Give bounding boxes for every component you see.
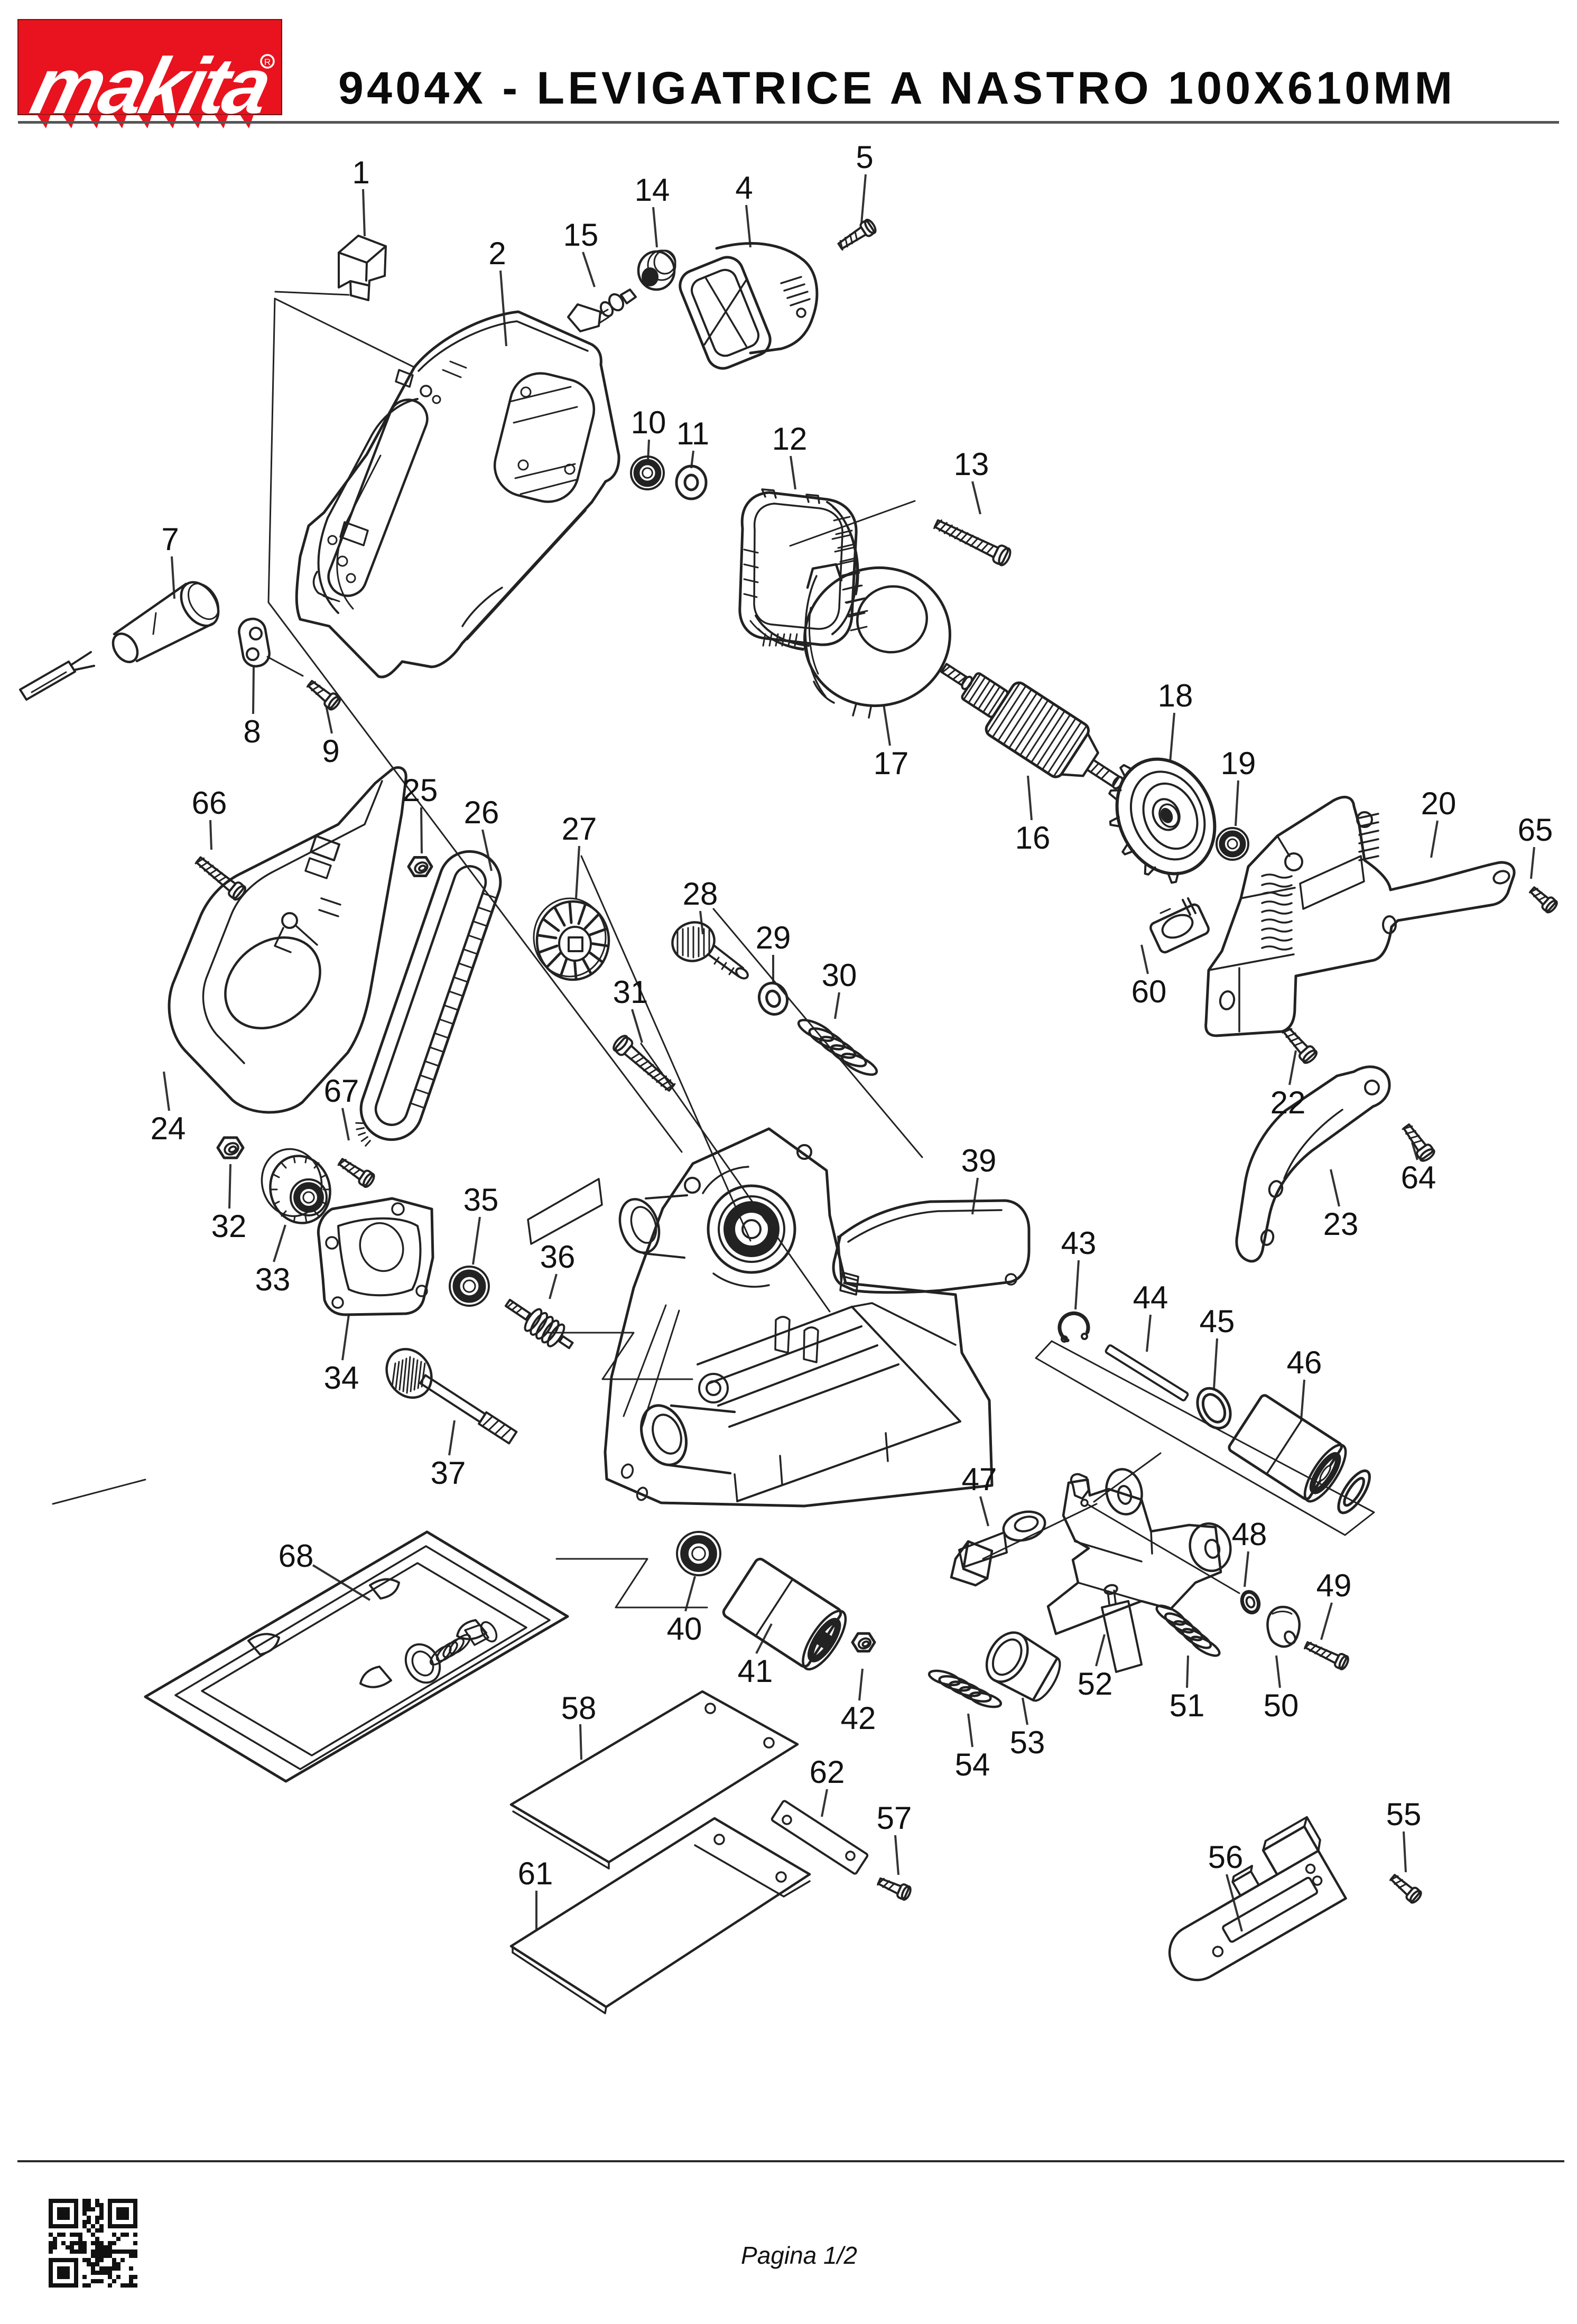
svg-text:13: 13 (954, 447, 989, 482)
svg-text:47: 47 (962, 1462, 997, 1497)
svg-text:46: 46 (1287, 1345, 1322, 1380)
svg-text:23: 23 (1323, 1206, 1359, 1242)
svg-text:10: 10 (631, 405, 666, 440)
svg-text:67: 67 (324, 1073, 359, 1109)
svg-text:16: 16 (1015, 820, 1051, 856)
svg-text:14: 14 (635, 172, 670, 208)
svg-text:19: 19 (1221, 746, 1256, 781)
svg-text:51: 51 (1170, 1688, 1205, 1723)
svg-text:9404X - LEVIGATRICE A NASTRO 1: 9404X - LEVIGATRICE A NASTRO 100X610MM (338, 63, 1455, 114)
svg-text:11: 11 (676, 416, 709, 451)
svg-text:24: 24 (151, 1111, 186, 1146)
svg-text:25: 25 (403, 773, 438, 808)
svg-text:15: 15 (563, 217, 599, 253)
svg-text:4: 4 (735, 170, 753, 206)
svg-text:1: 1 (352, 155, 369, 190)
svg-text:50: 50 (1264, 1688, 1299, 1723)
svg-text:66: 66 (192, 785, 227, 821)
svg-text:39: 39 (961, 1143, 997, 1178)
svg-text:5: 5 (856, 140, 873, 175)
svg-text:36: 36 (540, 1239, 576, 1275)
svg-text:30: 30 (822, 958, 857, 993)
svg-text:R: R (264, 57, 271, 67)
svg-text:32: 32 (211, 1209, 247, 1244)
svg-text:35: 35 (463, 1182, 499, 1217)
svg-text:41: 41 (738, 1653, 773, 1689)
svg-text:43: 43 (1061, 1225, 1097, 1261)
svg-text:18: 18 (1158, 678, 1193, 713)
svg-text:57: 57 (877, 1800, 912, 1836)
svg-text:Pagina 1/2: Pagina 1/2 (741, 2242, 857, 2269)
svg-text:68: 68 (279, 1538, 314, 1574)
svg-text:45: 45 (1200, 1304, 1235, 1339)
svg-text:31: 31 (613, 974, 648, 1010)
svg-text:26: 26 (464, 795, 499, 830)
svg-text:61: 61 (518, 1856, 553, 1891)
svg-text:17: 17 (874, 746, 909, 781)
svg-text:42: 42 (841, 1700, 876, 1736)
svg-text:58: 58 (561, 1690, 597, 1726)
svg-text:40: 40 (667, 1611, 702, 1647)
svg-text:12: 12 (772, 421, 808, 457)
svg-text:49: 49 (1316, 1568, 1352, 1603)
svg-text:34: 34 (324, 1360, 359, 1396)
svg-text:52: 52 (1078, 1666, 1113, 1702)
svg-text:20: 20 (1421, 786, 1457, 821)
svg-text:37: 37 (431, 1455, 466, 1491)
svg-text:64: 64 (1401, 1160, 1436, 1195)
svg-text:28: 28 (683, 876, 718, 912)
svg-text:62: 62 (810, 1754, 845, 1790)
svg-text:27: 27 (562, 811, 597, 847)
svg-text:56: 56 (1208, 1839, 1244, 1875)
svg-text:54: 54 (955, 1747, 990, 1782)
svg-text:55: 55 (1386, 1797, 1422, 1832)
svg-text:44: 44 (1133, 1280, 1168, 1315)
svg-text:8: 8 (243, 714, 261, 749)
svg-text:48: 48 (1232, 1517, 1267, 1552)
svg-text:53: 53 (1010, 1725, 1045, 1760)
svg-text:65: 65 (1518, 812, 1553, 848)
svg-text:7: 7 (161, 522, 179, 557)
svg-text:29: 29 (756, 920, 791, 955)
svg-text:2: 2 (488, 236, 506, 271)
svg-text:33: 33 (255, 1262, 291, 1297)
svg-text:60: 60 (1131, 974, 1167, 1009)
svg-text:22: 22 (1270, 1085, 1306, 1120)
svg-text:9: 9 (322, 733, 339, 769)
